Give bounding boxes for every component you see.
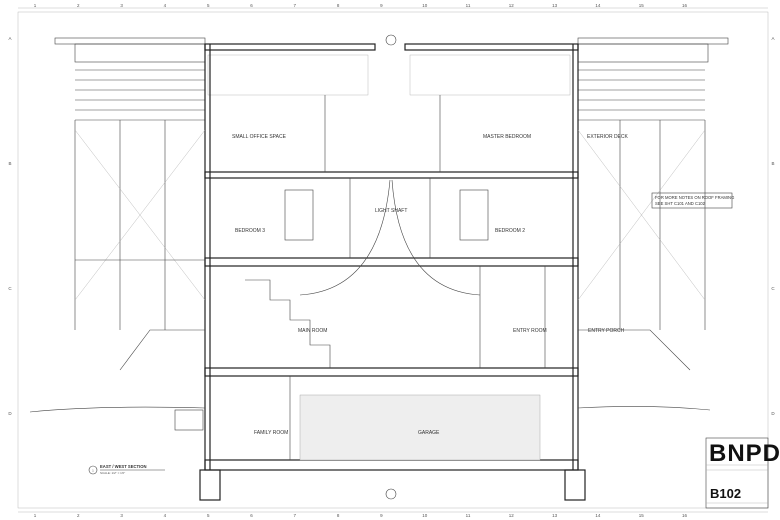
roof-framing-note: FOR MORE NOTES ON ROOF FRAMING SEE SHT C… xyxy=(651,192,734,209)
grid-bottom-16: 16 xyxy=(682,513,688,518)
grid-top-5: 5 xyxy=(207,3,210,8)
grid-bottom-8: 8 xyxy=(337,513,340,518)
svg-text:EAST / WEST SECTION: EAST / WEST SECTION xyxy=(100,464,147,469)
garage-block-wall xyxy=(299,394,541,461)
grid-top-9: 9 xyxy=(380,3,383,8)
room-label-exterior-deck: EXTERIOR DECK xyxy=(587,134,629,140)
grid-top-16: 16 xyxy=(682,3,688,8)
building-structure xyxy=(174,44,586,501)
grid-left-C: C xyxy=(8,286,12,291)
section-marker-icon xyxy=(385,488,397,500)
grid-top-6: 6 xyxy=(250,3,253,8)
roof-right xyxy=(577,37,729,121)
grid-letters: A A B B C C D D xyxy=(8,36,775,416)
grid-right-B: B xyxy=(771,161,774,166)
grid-bottom-9: 9 xyxy=(380,513,383,518)
grid-left-A: A xyxy=(8,36,11,41)
grid-top-12: 12 xyxy=(509,3,515,8)
room-label-bedroom3: BEDROOM 3 xyxy=(235,228,265,234)
grid-left-D: D xyxy=(8,411,12,416)
svg-text:SEE SHT C101 AND C102: SEE SHT C101 AND C102 xyxy=(655,201,706,206)
grid-right-C: C xyxy=(771,286,775,291)
window xyxy=(284,189,314,241)
grid-bottom-2: 2 xyxy=(77,513,80,518)
room-label-master-bedroom: MASTER BEDROOM xyxy=(483,134,531,140)
firm-logo: BNPD xyxy=(709,440,780,467)
grid-right-D: D xyxy=(771,411,775,416)
grid-top-2: 2 xyxy=(77,3,80,8)
room-label-light-shaft: LIGHT SHAFT xyxy=(375,208,407,214)
roof-left xyxy=(54,37,206,121)
section-marker-icon xyxy=(385,34,397,46)
sheet-number: B102 xyxy=(710,486,741,501)
grid-bottom-7: 7 xyxy=(294,513,297,518)
grid-top-8: 8 xyxy=(337,3,340,8)
room-label-main-room: MAIN ROOM xyxy=(298,328,327,334)
grid-top-3: 3 xyxy=(120,3,123,8)
grid-bottom-13: 13 xyxy=(552,513,558,518)
grid-bottom-6: 6 xyxy=(250,513,253,518)
ground-line-left xyxy=(29,406,206,413)
room-label-family-room: FAMILY ROOM xyxy=(254,430,288,436)
section-title: 1 EAST / WEST SECTION SCALE: 1/2" = 1'0" xyxy=(88,464,165,475)
room-label-small-office: SMALL OFFICE SPACE xyxy=(232,134,287,140)
grid-left-B: B xyxy=(8,161,11,166)
title-block: BNPD B102 xyxy=(705,437,780,509)
grid-bottom-15: 15 xyxy=(639,513,645,518)
svg-text:1: 1 xyxy=(92,469,94,473)
grid-bottom-10: 10 xyxy=(422,513,428,518)
deck-left xyxy=(74,120,206,371)
grid-bottom-1: 1 xyxy=(34,513,37,518)
grid-top-7: 7 xyxy=(294,3,297,8)
svg-text:FOR MORE NOTES ON ROOF FRAMING: FOR MORE NOTES ON ROOF FRAMING xyxy=(655,195,734,200)
grid-top-15: 15 xyxy=(639,3,645,8)
grid-bottom-14: 14 xyxy=(595,513,601,518)
grid-top-14: 14 xyxy=(595,3,601,8)
room-label-entry-porch: ENTRY PORCH xyxy=(588,328,625,334)
grid-bottom-5: 5 xyxy=(207,513,210,518)
grid-bottom-4: 4 xyxy=(164,513,167,518)
grid-top-1: 1 xyxy=(34,3,37,8)
grid-top-11: 11 xyxy=(466,3,471,8)
ground-line-right xyxy=(577,406,711,411)
grid-bottom-3: 3 xyxy=(120,513,123,518)
deck-right xyxy=(577,120,706,371)
grid-bottom-12: 12 xyxy=(509,513,515,518)
grid-bottom-11: 11 xyxy=(466,513,471,518)
grid-top-13: 13 xyxy=(552,3,558,8)
room-label-garage: GARAGE xyxy=(418,430,440,436)
grid-right-A: A xyxy=(771,36,774,41)
room-label-bedroom2: BEDROOM 2 xyxy=(495,228,525,234)
sheet-border xyxy=(17,11,769,509)
svg-text:SCALE: 1/2" = 1'0": SCALE: 1/2" = 1'0" xyxy=(100,471,125,475)
room-label-entry-room: ENTRY ROOM xyxy=(513,328,547,334)
grid-top-4: 4 xyxy=(164,3,167,8)
grid-top-10: 10 xyxy=(422,3,428,8)
window xyxy=(459,189,489,241)
